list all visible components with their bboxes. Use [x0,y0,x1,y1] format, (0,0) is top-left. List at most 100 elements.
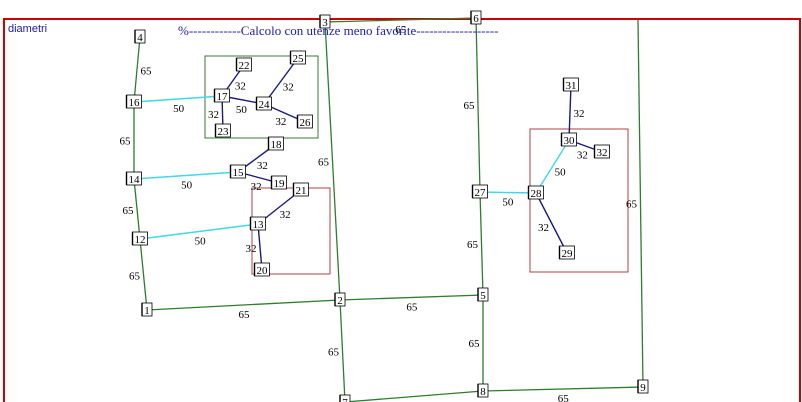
node-label: 24 [259,99,271,111]
node-13[interactable]: 13 [249,216,266,231]
node-12[interactable]: 12 [131,231,148,246]
diameter-label: 32 [251,181,262,193]
node-label: 6 [473,13,479,25]
node-4[interactable]: 4 [134,29,146,44]
pipe-24-25 [263,57,299,105]
node-label: 16 [129,97,141,109]
diameter-label: 65 [409,400,421,402]
diameter-label: 50 [173,103,185,115]
diameter-label: 65 [318,156,330,168]
diameter-label: 65 [140,65,152,77]
node-14[interactable]: 14 [125,171,142,186]
diameter-label: 50 [236,104,248,116]
node-24[interactable]: 24 [255,96,272,111]
node-31[interactable]: 31 [562,77,579,92]
pipe-28-30 [535,139,570,194]
diameter-label: 65 [328,346,340,358]
pipe-1-2 [146,299,341,311]
diameter-label: 65 [626,199,638,211]
diameter-label: 65 [406,301,418,313]
node-label: 17 [217,91,229,103]
diameter-label: 32 [283,81,294,93]
node-label: 14 [129,174,141,186]
node-26[interactable]: 26 [296,114,313,129]
pipe-top_right-9 [637,19,644,388]
pipe-6-27 [475,17,481,193]
node-9[interactable]: 9 [637,379,649,394]
node-22[interactable]: 22 [235,57,252,72]
diameter-label: 32 [275,116,286,128]
node-label: 1 [144,305,150,317]
pipe-30-31 [568,84,572,141]
node-label: 8 [480,386,486,398]
node-label: 21 [296,185,307,197]
node-label: 23 [218,126,230,138]
node-label: 12 [135,234,146,246]
node-19[interactable]: 19 [270,175,287,190]
zone-box-red-left [251,187,331,275]
diameter-label: 32 [246,243,257,255]
node-8[interactable]: 8 [477,383,489,398]
node-17[interactable]: 17 [213,88,230,103]
node-23[interactable]: 23 [214,123,231,138]
node-20[interactable]: 20 [253,262,270,277]
diagram-title: %------------Calcolo con utenze meno fav… [178,23,499,38]
node-label: 2 [337,295,343,307]
node-label: 7 [342,397,348,402]
diameter-label: 65 [120,136,132,148]
diameter-label: 32 [257,160,268,172]
diameter-label: 65 [123,205,135,217]
pipe-27-28 [479,191,537,194]
diameter-label: 65 [467,239,479,251]
node-label: 30 [564,135,576,147]
pipe-2-7 [339,299,346,402]
node-2[interactable]: 2 [334,292,346,307]
frame-label: diametri [8,23,48,35]
pipe-3-6 [324,17,477,23]
diameter-label: 32 [208,109,219,121]
diameter-label: 32 [573,108,584,120]
node-32[interactable]: 32 [593,144,610,159]
node-label: 13 [253,219,265,231]
node-6[interactable]: 6 [470,10,482,25]
node-label: 31 [566,80,577,92]
node-30[interactable]: 30 [560,132,577,147]
zone-box-red-right [529,128,629,273]
node-25[interactable]: 25 [289,50,306,65]
node-label: 20 [257,265,269,277]
diameter-label: 65 [558,393,570,402]
pipe-8-9 [482,386,644,392]
pipe-16-17 [133,95,223,103]
pipe-12-13 [139,223,259,240]
diameter-label: 32 [235,81,246,93]
diameter-label: 50 [195,235,207,247]
pipe-14-15 [133,171,239,180]
node-3[interactable]: 3 [319,14,331,29]
node-18[interactable]: 18 [267,136,284,151]
node-1[interactable]: 1 [141,302,153,317]
diameter-label: 65 [129,270,141,282]
node-label: 9 [640,382,646,394]
node-5[interactable]: 5 [477,287,489,302]
node-label: 15 [233,167,245,179]
node-15[interactable]: 15 [229,164,246,179]
node-label: 29 [562,248,574,260]
outer-frame [3,18,801,402]
node-16[interactable]: 16 [125,94,142,109]
node-7[interactable]: 7 [339,394,351,402]
node-27[interactable]: 27 [471,184,488,199]
diameter-label: 65 [469,338,481,350]
node-label: 3 [322,17,328,29]
node-label: 26 [300,117,312,129]
pipe-13-20 [257,223,263,271]
node-label: 19 [274,178,286,190]
pipe-27-5 [479,191,484,296]
diameter-label: 65 [395,24,407,36]
node-28[interactable]: 28 [527,185,544,200]
node-29[interactable]: 29 [558,245,575,260]
node-21[interactable]: 21 [292,182,309,197]
diameter-label: 32 [577,149,588,161]
pipe-12-1 [139,238,148,311]
diameter-label: 32 [280,209,291,221]
